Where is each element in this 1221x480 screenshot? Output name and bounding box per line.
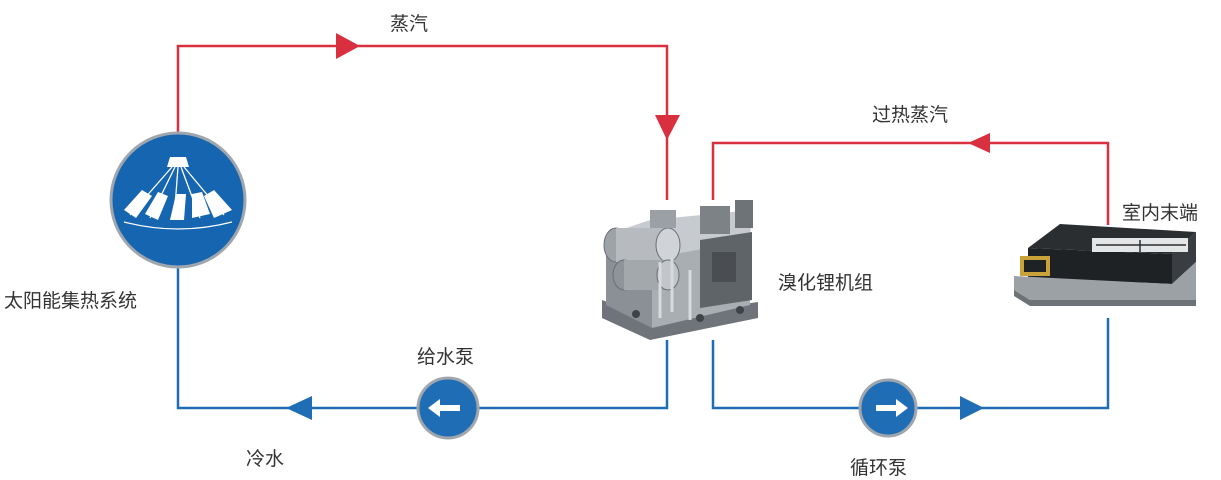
superheated-loop <box>711 141 1110 225</box>
circulation-arrow-right <box>960 396 984 420</box>
steam-label: 蒸汽 <box>390 13 429 35</box>
indoor-terminal-label: 室内末端 <box>1122 202 1199 224</box>
circulation-pump-label: 循环泵 <box>850 457 908 479</box>
cold-water-arrow-left <box>286 396 312 420</box>
chiller-label: 溴化锂机组 <box>778 272 874 294</box>
cold-water-loop <box>176 268 669 410</box>
steam-loop <box>176 44 669 200</box>
superheated-arrow-left <box>968 133 990 153</box>
solar-collector-icon <box>109 131 247 269</box>
superheated-steam-label: 过热蒸汽 <box>872 104 949 126</box>
solar-system-label: 太阳能集热系统 <box>4 290 138 312</box>
absorption-chiller-icon <box>602 200 758 340</box>
feed-pump-icon <box>416 376 480 440</box>
steam-pipe <box>176 44 669 200</box>
cold-water-label: 冷水 <box>246 448 285 470</box>
steam-arrow-right <box>336 33 360 59</box>
fan-coil-unit-icon <box>1014 224 1196 306</box>
circulation-pump-icon <box>858 378 918 438</box>
cold-water-pipe <box>176 268 669 410</box>
feed-pump-label: 给水泵 <box>417 346 475 368</box>
steam-arrow-down <box>655 115 680 140</box>
superheated-pipe <box>711 141 1110 225</box>
